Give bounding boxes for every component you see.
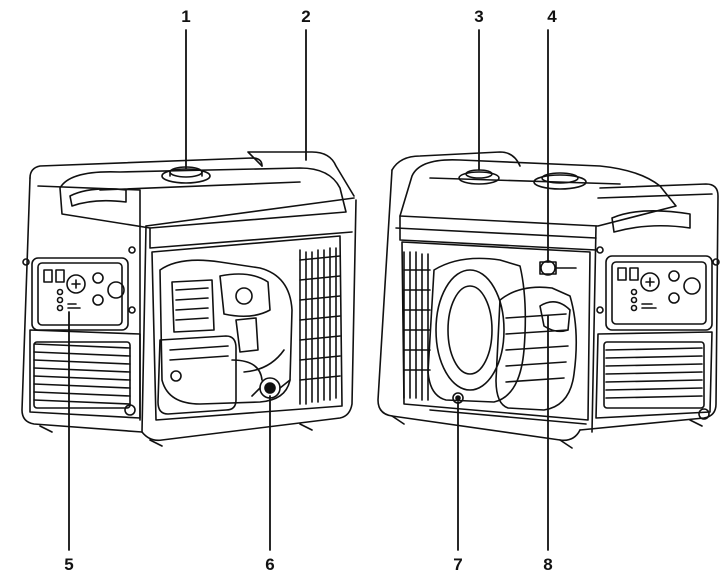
callout-label-3: 3 (474, 7, 484, 26)
callout-label-2: 2 (301, 7, 311, 26)
right-generator (377, 151, 720, 449)
leader-lines (68, 29, 549, 551)
callout-label-7: 7 (453, 555, 463, 574)
callout-label-4: 4 (547, 7, 557, 26)
callout-label-1: 1 (181, 7, 191, 26)
callout-label-5: 5 (64, 555, 74, 574)
callout-label-8: 8 (543, 555, 553, 574)
callout-label-6: 6 (265, 555, 275, 574)
left-generator (21, 151, 357, 447)
